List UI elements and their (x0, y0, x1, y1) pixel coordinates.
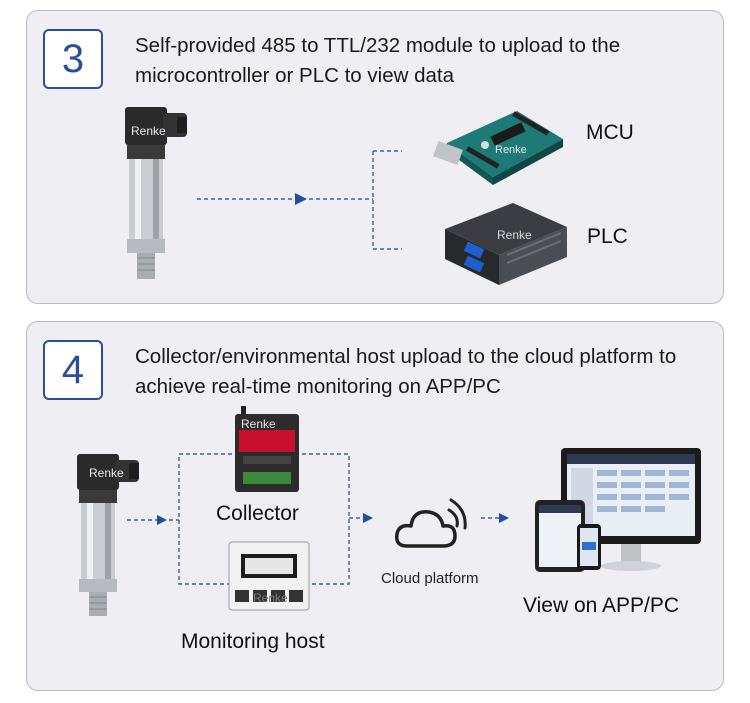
renke-watermark: Renke (497, 228, 532, 242)
section-3-description: Self-provided 485 to TTL/232 module to u… (135, 34, 621, 87)
monitoring-host-label: Monitoring host (181, 630, 325, 653)
pressure-transmitter-image: Renke (77, 454, 139, 616)
renke-watermark: Renke (253, 591, 288, 605)
collector-label: Collector (216, 502, 299, 525)
cloud-platform-label: Cloud platform (381, 570, 479, 587)
connection-lines (197, 150, 402, 250)
renke-watermark: Renke (241, 417, 276, 431)
monitoring-host-image: Renke (228, 541, 310, 611)
mcu-board-image: Renke (433, 111, 563, 185)
step-number-badge: 4 (43, 340, 103, 400)
plc-label: PLC (587, 225, 628, 248)
renke-watermark: Renke (495, 144, 527, 156)
view-app-pc-label: View on APP/PC (523, 594, 680, 617)
mcu-label: MCU (586, 121, 634, 144)
arrow-head-icon (499, 513, 509, 523)
arrow-head-icon (295, 193, 307, 205)
renke-watermark: Renke (89, 466, 124, 480)
cloud-wifi-icon (394, 498, 467, 548)
step-number-badge: 3 (43, 29, 103, 89)
section-4-panel: 4 Collector/environmental host upload to… (26, 321, 724, 691)
collector-device-image: Renke (235, 406, 299, 492)
section-3-panel: 3 Self-provided 485 to TTL/232 module to… (26, 10, 724, 304)
arrow-head-icon (157, 515, 167, 525)
connection-lines (127, 453, 509, 585)
renke-watermark: Renke (131, 124, 166, 138)
section-4-description: Collector/environmental host upload to t… (135, 345, 677, 398)
pressure-transmitter-image: Renke (125, 107, 187, 279)
arrow-head-icon (363, 513, 373, 523)
app-pc-devices-image (535, 448, 701, 572)
plc-image: Renke (445, 203, 567, 285)
